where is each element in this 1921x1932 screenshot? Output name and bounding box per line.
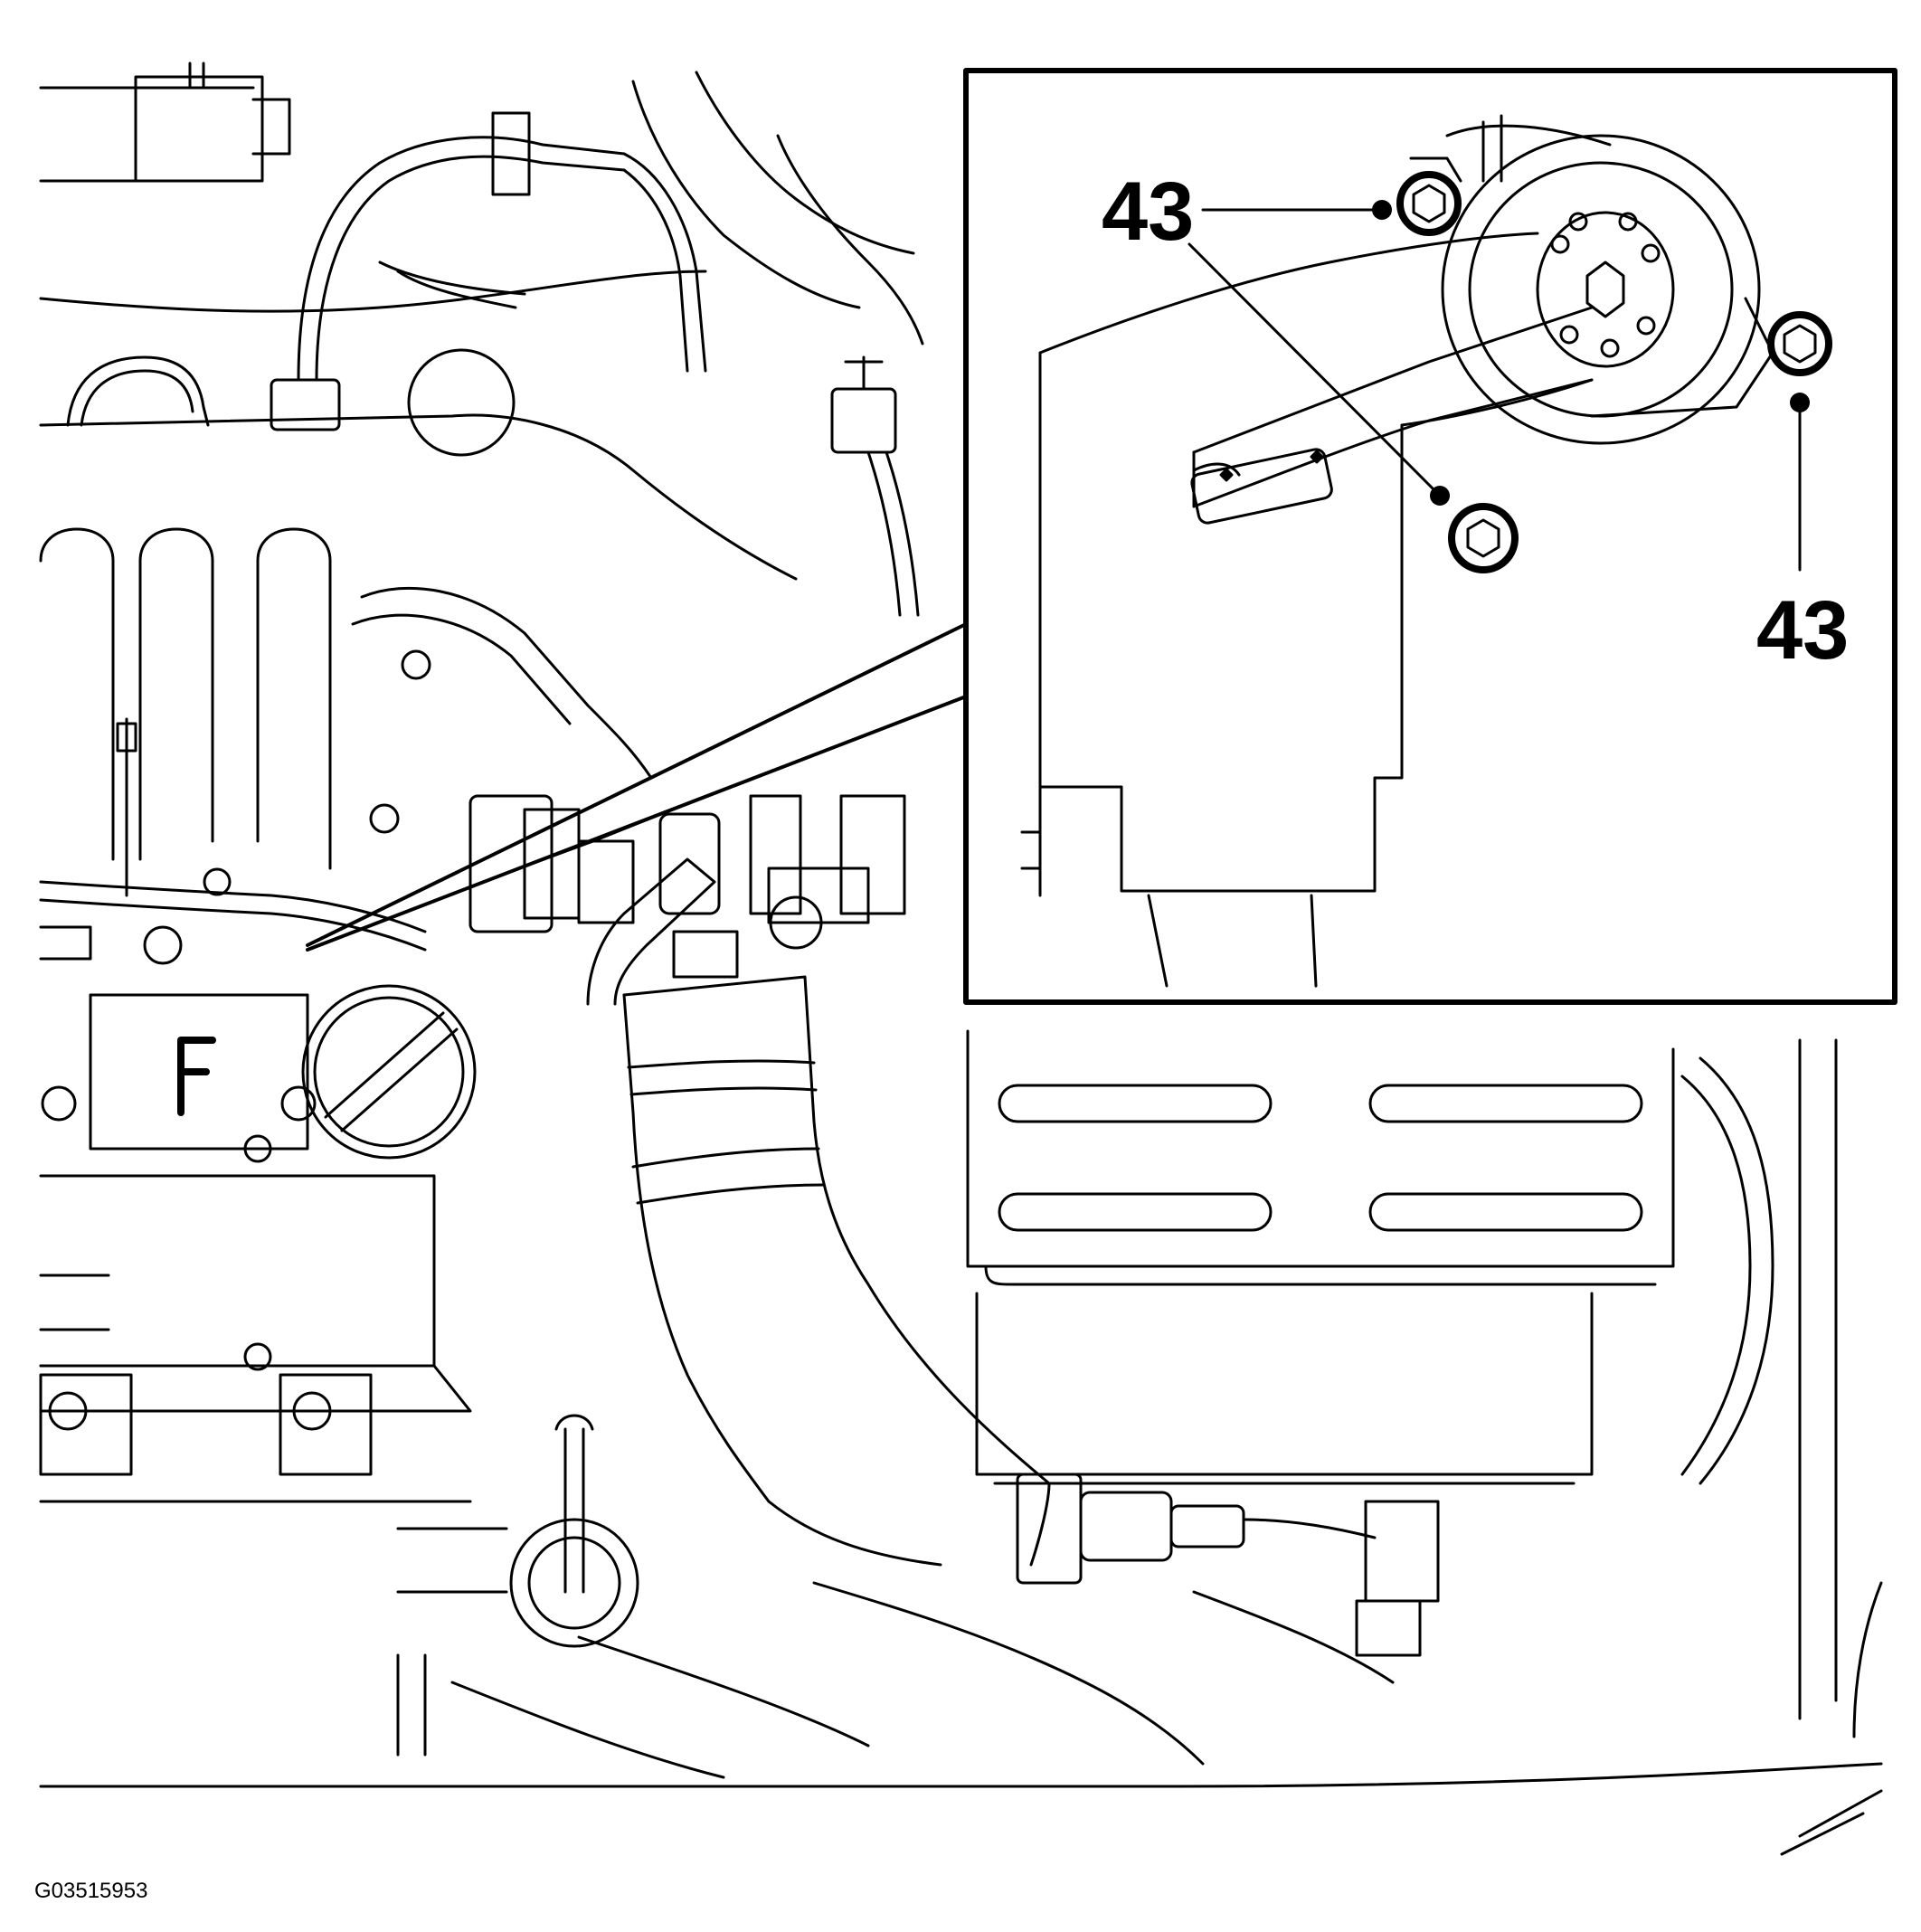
injector-connectors	[468, 794, 906, 950]
coolant-elbow	[586, 857, 716, 1006]
vacuum-hose-upper	[270, 111, 707, 431]
engine-mount	[1441, 114, 1774, 445]
lower-bracket	[39, 1174, 472, 1503]
mount-bolt-right	[1767, 311, 1832, 376]
left-bracket-block	[39, 867, 317, 1163]
engine-cover-plate	[966, 1029, 1675, 1485]
callout-dot-upper	[1372, 200, 1392, 220]
callout-dot-right	[1790, 393, 1810, 412]
mount-bolt-upper	[1396, 156, 1462, 236]
callout-dot-lower	[1430, 486, 1450, 506]
inset-detail	[963, 68, 1897, 1005]
callout-leaders	[1188, 208, 1802, 572]
mount-bolt-lower	[1448, 503, 1519, 573]
hose-left-loop	[66, 355, 210, 427]
engine-overview	[39, 62, 1883, 1856]
intake-duct	[622, 930, 1051, 1567]
dipstick-tube	[396, 1414, 639, 1757]
callout-label-right: 43	[1756, 584, 1849, 677]
intake-runners	[39, 527, 332, 897]
sensor-connector-top	[830, 387, 897, 454]
throttle-body	[378, 260, 526, 457]
zoom-pointer	[306, 622, 968, 952]
fuel-rail	[360, 586, 653, 780]
oil-filler-cap	[301, 984, 477, 1160]
top-left-connector	[39, 62, 291, 183]
lower-sensor-connector	[1016, 1473, 1440, 1657]
figure-id: G03515953	[34, 1879, 147, 1903]
engine-lower-outline	[39, 1762, 1883, 1788]
callout-label-upper: 43	[1102, 166, 1194, 258]
intake-manifold-upper	[39, 413, 798, 581]
